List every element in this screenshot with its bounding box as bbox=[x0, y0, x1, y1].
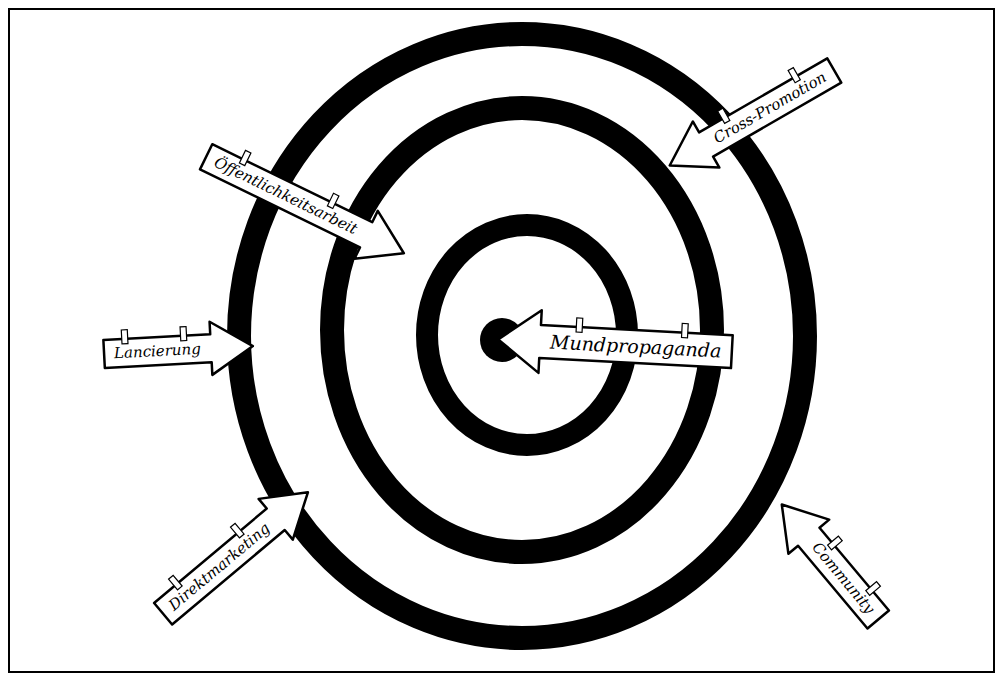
clothespin bbox=[180, 327, 187, 341]
arrow-text: Direktmarketing bbox=[154, 509, 284, 625]
arrow-text: Lancierung bbox=[103, 334, 211, 368]
frame bbox=[9, 9, 994, 672]
arrow-label: Direktmarketing bbox=[154, 482, 317, 625]
arrow-label: Lancierung bbox=[103, 332, 253, 368]
arrow-outline bbox=[761, 487, 898, 636]
arrow-outline bbox=[146, 472, 325, 634]
arrow-outline bbox=[194, 133, 415, 277]
arrow-label: Community bbox=[771, 496, 889, 629]
arrow-text: Community bbox=[798, 528, 889, 628]
clothespin bbox=[576, 317, 583, 331]
arrow-outline bbox=[656, 47, 847, 188]
arrow-outline bbox=[102, 320, 254, 381]
arrow-label: Mundpropaganda bbox=[497, 322, 732, 367]
arrow-outline bbox=[497, 308, 734, 383]
